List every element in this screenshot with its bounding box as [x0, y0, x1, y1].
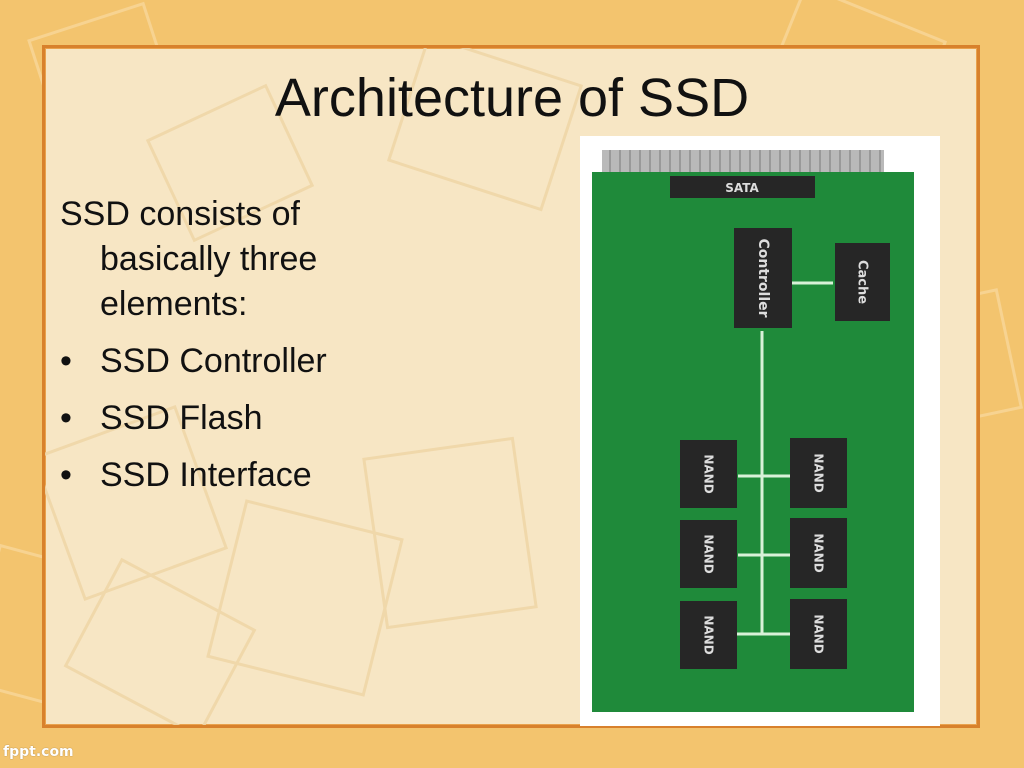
nand-chip [680, 440, 737, 508]
nand-chip [680, 601, 737, 669]
sata-interface-block [670, 176, 815, 198]
nand-label: NAND [702, 615, 716, 654]
bullet-marker: • [60, 399, 72, 437]
bullet-list: • SSD Controller • SSD Flash • SSD Inter… [60, 333, 400, 504]
bullet-item: • SSD Controller [60, 333, 400, 390]
nand-chip [790, 599, 847, 669]
intro-text: SSD consists of basically three elements… [60, 195, 318, 323]
bullet-text: SSD Interface [100, 456, 312, 494]
bullet-text: SSD Flash [100, 399, 263, 437]
bullet-item: • SSD Interface [60, 447, 400, 504]
nand-chip [680, 520, 737, 588]
bullet-text: SSD Controller [100, 342, 327, 380]
footer-logo: fppt.com [3, 744, 74, 760]
sata-label: SATA [725, 181, 759, 195]
nand-label: NAND [812, 453, 826, 492]
bullet-marker: • [60, 342, 72, 380]
slide-texture [45, 48, 584, 725]
slide-title: Architecture of SSD [274, 68, 750, 128]
slide-body: SSD consists of basically three elements… [60, 192, 400, 504]
data-bus [736, 281, 833, 636]
sata-connector-pins [602, 150, 884, 174]
controller-label: Controller [755, 238, 771, 317]
bullet-item: • SSD Flash [60, 390, 400, 447]
nand-label: NAND [702, 534, 716, 573]
nand-chip [790, 438, 847, 508]
bullet-marker: • [60, 456, 72, 494]
nand-label: NAND [812, 533, 826, 572]
nand-label: NAND [812, 614, 826, 653]
cache-label: Cache [855, 260, 870, 304]
nand-chip [790, 518, 847, 588]
ssd-board-svg: SATA Controller Cache NAND NAND NAND NAN… [592, 150, 914, 712]
nand-label: NAND [702, 454, 716, 493]
ssd-diagram: SATA Controller Cache NAND NAND NAND NAN… [580, 136, 940, 726]
cache-chip [835, 243, 890, 321]
connector-pin-lines [609, 150, 881, 174]
controller-chip [734, 228, 792, 328]
